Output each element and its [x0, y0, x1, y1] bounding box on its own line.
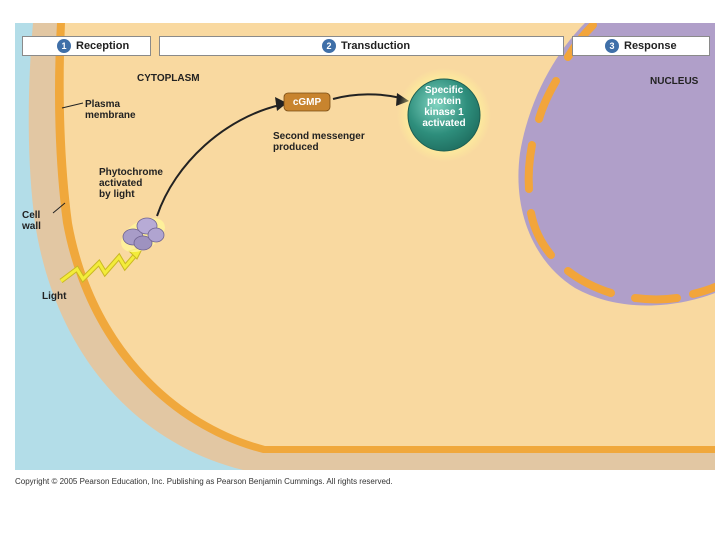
stage-label-transduction: Transduction	[341, 40, 411, 52]
phytochrome-label: Phytochrome activated by light	[99, 167, 163, 200]
cgmp-label: cGMP	[292, 96, 322, 108]
stage-number-1: 1	[57, 39, 71, 53]
stage-reception: 1 Reception	[22, 36, 151, 56]
stage-number-2: 2	[322, 39, 336, 53]
copyright-notice: Copyright © 2005 Pearson Education, Inc.…	[15, 477, 393, 486]
arrow-cgmp-to-kinase	[332, 93, 402, 100]
arrow-phytochrome-to-cgmp	[156, 104, 281, 217]
nucleus-label: NUCLEUS	[650, 76, 699, 87]
leader-cell-wall	[52, 202, 66, 214]
nucleus	[518, 23, 715, 306]
arrow-head-cgmp	[275, 97, 287, 111]
kinase-label: Specific protein kinase 1 activated	[422, 85, 466, 129]
stage-number-3: 3	[605, 39, 619, 53]
cytoplasm-label: CYTOPLASM	[137, 73, 200, 84]
leader-plasma-membrane	[61, 102, 84, 109]
cell-wall-label: Cell wall	[22, 210, 41, 232]
stage-response: 3 Response	[572, 36, 710, 56]
stage-transduction: 2 Transduction	[159, 36, 564, 56]
cgmp-box	[283, 92, 331, 112]
signal-transduction-figure: 1 Reception 2 Transduction 3 Response CY…	[15, 23, 715, 470]
plasma-membrane-label: Plasma membrane	[85, 99, 136, 121]
cell-illustration	[15, 23, 715, 470]
phytochrome-protein-icon	[121, 217, 165, 253]
kinase-sphere	[407, 78, 481, 152]
stage-label-reception: Reception	[76, 40, 130, 52]
light-label: Light	[42, 291, 67, 302]
stage-label-response: Response	[624, 40, 677, 52]
second-messenger-label: Second messenger produced	[273, 131, 365, 153]
